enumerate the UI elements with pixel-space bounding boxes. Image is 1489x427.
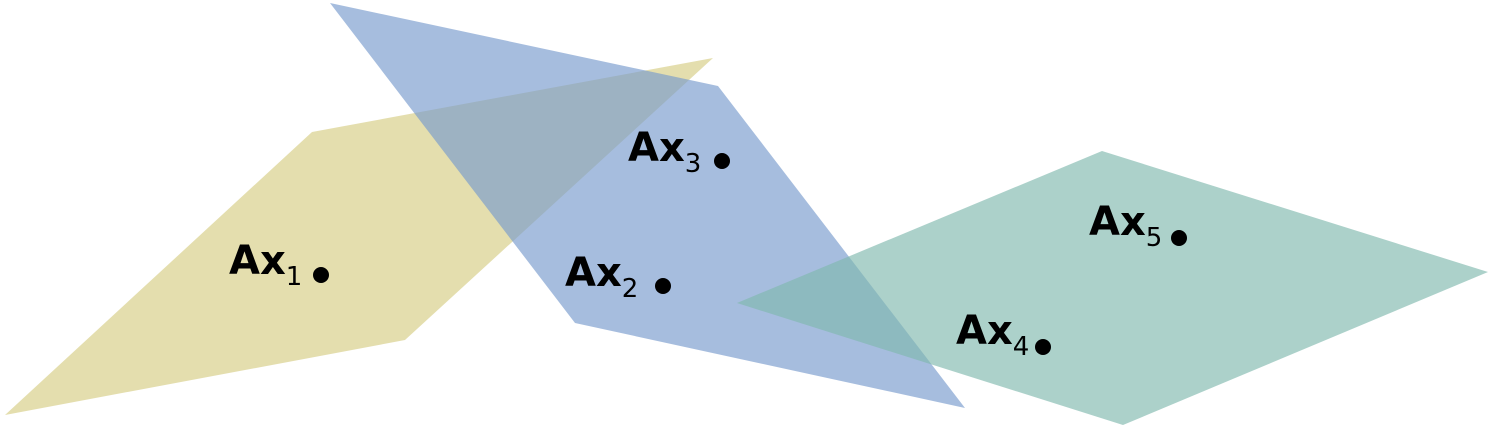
point-label-subscript: 5 [1146, 223, 1163, 253]
point-label-ax5: Ax5 [1089, 199, 1162, 253]
point-label-main: Ax [229, 238, 286, 284]
point-ax4: Ax4 [956, 308, 1051, 362]
point-label-main: Ax [628, 125, 685, 171]
point-ax3: Ax3 [628, 125, 730, 179]
point-ax5: Ax5 [1089, 199, 1187, 253]
green-plane [737, 151, 1488, 425]
point-label-ax3: Ax3 [628, 125, 701, 179]
point-label-main: Ax [956, 308, 1013, 354]
point-dot-ax3 [714, 153, 730, 169]
point-ax1: Ax1 [229, 238, 329, 292]
point-label-subscript: 3 [685, 149, 702, 179]
point-label-ax4: Ax4 [956, 308, 1029, 362]
point-label-main: Ax [565, 250, 622, 296]
point-label-subscript: 1 [286, 262, 303, 292]
point-dot-ax1 [313, 267, 329, 283]
point-label-subscript: 4 [1013, 332, 1030, 362]
point-label-subscript: 2 [622, 274, 639, 304]
point-dot-ax4 [1035, 339, 1051, 355]
point-dot-ax2 [655, 278, 671, 294]
point-label-ax2: Ax2 [565, 250, 638, 304]
point-label-main: Ax [1089, 199, 1146, 245]
point-ax2: Ax2 [565, 250, 671, 304]
point-dot-ax5 [1171, 230, 1187, 246]
point-label-ax1: Ax1 [229, 238, 302, 292]
